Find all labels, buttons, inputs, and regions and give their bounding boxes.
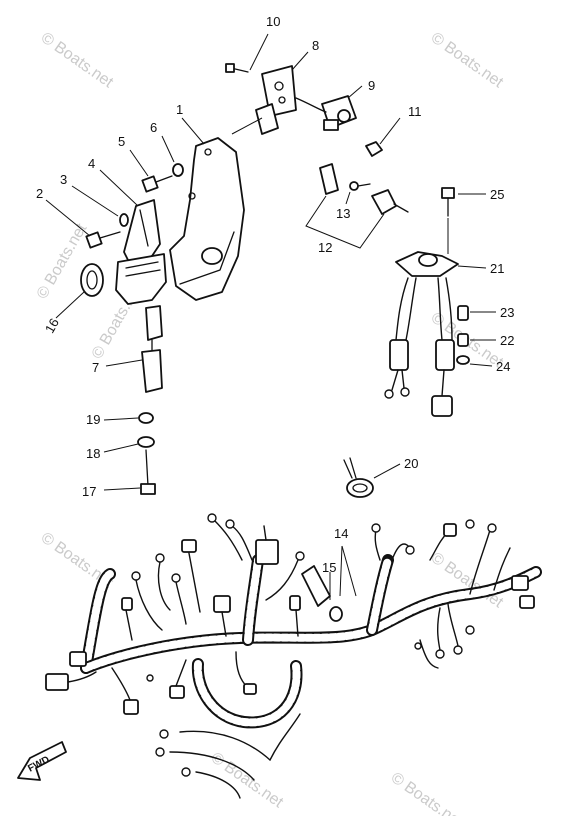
part-5-bolt xyxy=(129,149,173,193)
part-8-bracket xyxy=(255,51,309,135)
part-13-screw xyxy=(345,181,371,205)
part-12-sensor-assembly xyxy=(305,163,409,249)
callout-5: 5 xyxy=(118,134,125,149)
watermark-layer: © Boats.net © Boats.net © Boats.net © Bo… xyxy=(34,29,507,816)
callout-16: 16 xyxy=(42,316,62,336)
watermark: © Boats.net xyxy=(34,220,91,302)
callout-14: 14 xyxy=(334,526,348,541)
callout-22: 22 xyxy=(500,333,514,348)
part-6-washer xyxy=(161,135,184,177)
callout-20: 20 xyxy=(404,456,418,471)
callout-2: 2 xyxy=(36,186,43,201)
callout-17: 17 xyxy=(82,484,96,499)
part-18-washer xyxy=(103,436,155,453)
part-1-mounting-plate xyxy=(169,117,263,301)
callout-1: 1 xyxy=(176,102,183,117)
fwd-direction-arrow: FWD xyxy=(17,741,67,781)
callout-11: 11 xyxy=(408,104,422,119)
part-3-washer xyxy=(71,185,129,227)
part-9-relay xyxy=(295,85,363,131)
watermark: © Boats.net xyxy=(388,769,467,816)
part-2-bolt xyxy=(45,199,121,249)
part-21-switch xyxy=(384,218,487,417)
part-7-bracket-assembly xyxy=(105,253,167,393)
callout-21: 21 xyxy=(490,261,504,276)
part-15-sleeve xyxy=(301,565,343,622)
watermark: © Boats.net xyxy=(428,29,507,91)
part-16-grommet xyxy=(55,263,104,319)
callout-24: 24 xyxy=(496,359,510,374)
callout-3: 3 xyxy=(60,172,67,187)
callout-23: 23 xyxy=(500,305,514,320)
part-10-screw xyxy=(225,33,269,73)
part-22-collar xyxy=(457,333,496,347)
callout-7: 7 xyxy=(92,360,99,375)
part-14-wire-harness xyxy=(45,513,542,799)
part-11-nut xyxy=(365,117,401,157)
part-24-washer xyxy=(456,355,493,367)
callout-25: 25 xyxy=(490,187,504,202)
part-17-bolt xyxy=(103,449,156,495)
part-23-fitting xyxy=(457,305,496,321)
part-19-washer xyxy=(103,412,154,424)
callout-13: 13 xyxy=(336,206,350,221)
callout-6: 6 xyxy=(150,120,157,135)
part-20-clamp xyxy=(343,457,401,498)
callout-19: 19 xyxy=(86,412,100,427)
callout-12: 12 xyxy=(318,240,332,255)
callout-4: 4 xyxy=(88,156,95,171)
part-25-bolt xyxy=(441,187,486,217)
callout-18: 18 xyxy=(86,446,100,461)
callout-labels: 10 8 9 11 1 6 5 4 3 2 16 7 19 18 17 13 1… xyxy=(36,14,514,575)
callout-8: 8 xyxy=(312,38,319,53)
callout-15: 15 xyxy=(322,560,336,575)
callout-9: 9 xyxy=(368,78,375,93)
watermark: © Boats.net xyxy=(38,29,117,91)
callout-10: 10 xyxy=(266,14,280,29)
